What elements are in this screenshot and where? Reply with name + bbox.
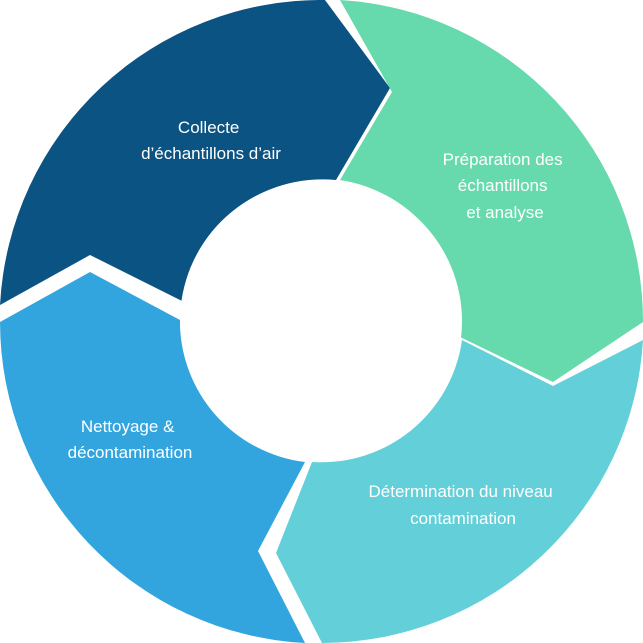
- center-hole: [180, 180, 462, 462]
- segment-collecte-label: Collecte d’échantillons d’air: [141, 118, 281, 163]
- segment-determination-line-1: Détermination du niveau: [368, 482, 552, 501]
- segment-preparation-line-2: échantillons: [458, 176, 548, 195]
- segment-determination-label: Détermination du niveau contamination: [368, 482, 557, 528]
- segment-collecte-line-2: d’échantillons d’air: [141, 144, 281, 163]
- segment-preparation-line-3: et analyse: [466, 203, 544, 222]
- segment-nettoyage-label: Nettoyage & décontamination: [68, 417, 193, 462]
- segment-preparation-line-1: Préparation des: [443, 150, 563, 169]
- segment-determination-shape: [276, 340, 643, 643]
- segment-determination: Détermination du niveau contamination: [276, 340, 643, 643]
- segment-nettoyage-line-2: décontamination: [68, 443, 193, 462]
- segment-determination-line-2: contamination: [410, 509, 516, 528]
- segment-collecte-shape: [0, 0, 390, 305]
- segment-nettoyage: Nettoyage & décontamination: [0, 272, 305, 643]
- segment-collecte: Collecte d’échantillons d’air: [0, 0, 390, 305]
- segment-preparation-shape: [340, 0, 643, 382]
- segment-nettoyage-shape: [0, 272, 305, 643]
- segment-collecte-line-1: Collecte: [178, 118, 239, 137]
- segment-preparation: Préparation des échantillons et analyse: [340, 0, 643, 382]
- segment-nettoyage-line-1: Nettoyage &: [81, 417, 175, 436]
- segment-preparation-label: Préparation des échantillons et analyse: [443, 150, 568, 222]
